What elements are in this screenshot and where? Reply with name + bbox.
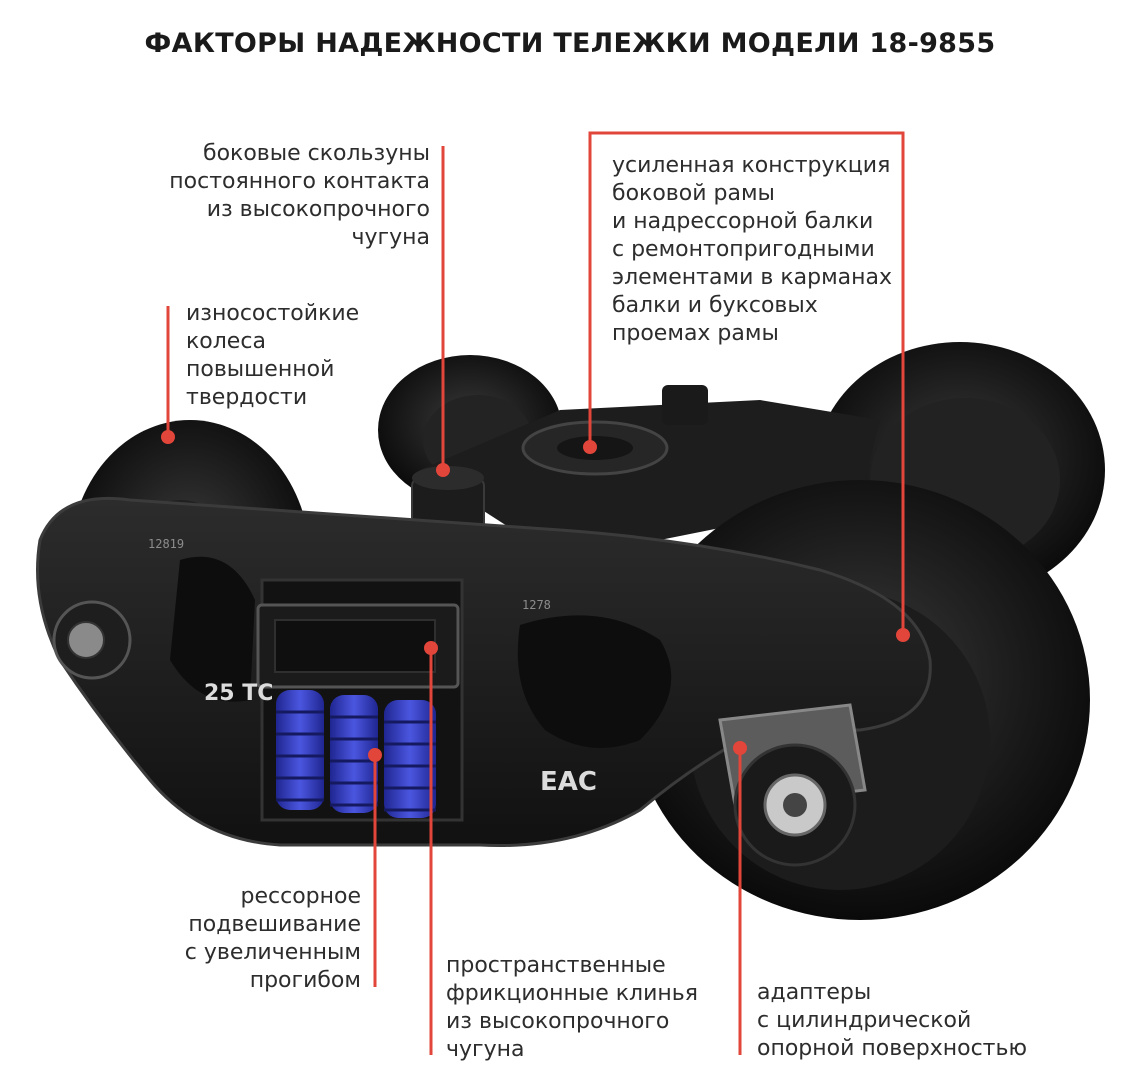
plate-marking: 1278 <box>522 598 551 612</box>
callout-adapters: адаптеры с цилиндрической опорной поверх… <box>757 980 1027 1061</box>
load-marking: 25 ТС <box>204 681 273 706</box>
adapter <box>718 703 867 867</box>
left-axle-cap <box>52 600 132 680</box>
eac-marking: ЕАС <box>540 767 597 797</box>
callout-wedges: пространственные фрикционные клинья из в… <box>446 953 698 1062</box>
callout-lines <box>166 131 905 1055</box>
callout-frame-design: усиленная конструкция боковой рамы и над… <box>612 153 893 346</box>
friction-wedge <box>256 603 460 689</box>
callout-side-bearers: боковые скользуны постоянного контакта и… <box>169 141 430 250</box>
leader-frame-design <box>588 131 905 635</box>
springs <box>276 690 436 818</box>
side-code-marking: 12819 <box>148 537 184 551</box>
callout-wheels: износостойкие колеса повышенной твердост… <box>186 301 360 410</box>
callout-suspension: рессорное подвешивание с увеличенным про… <box>184 884 361 993</box>
callout-dots <box>161 430 910 762</box>
page-title: ФАКТОРЫ НАДЕЖНОСТИ ТЕЛЕЖКИ МОДЕЛИ 18-985… <box>144 28 996 59</box>
